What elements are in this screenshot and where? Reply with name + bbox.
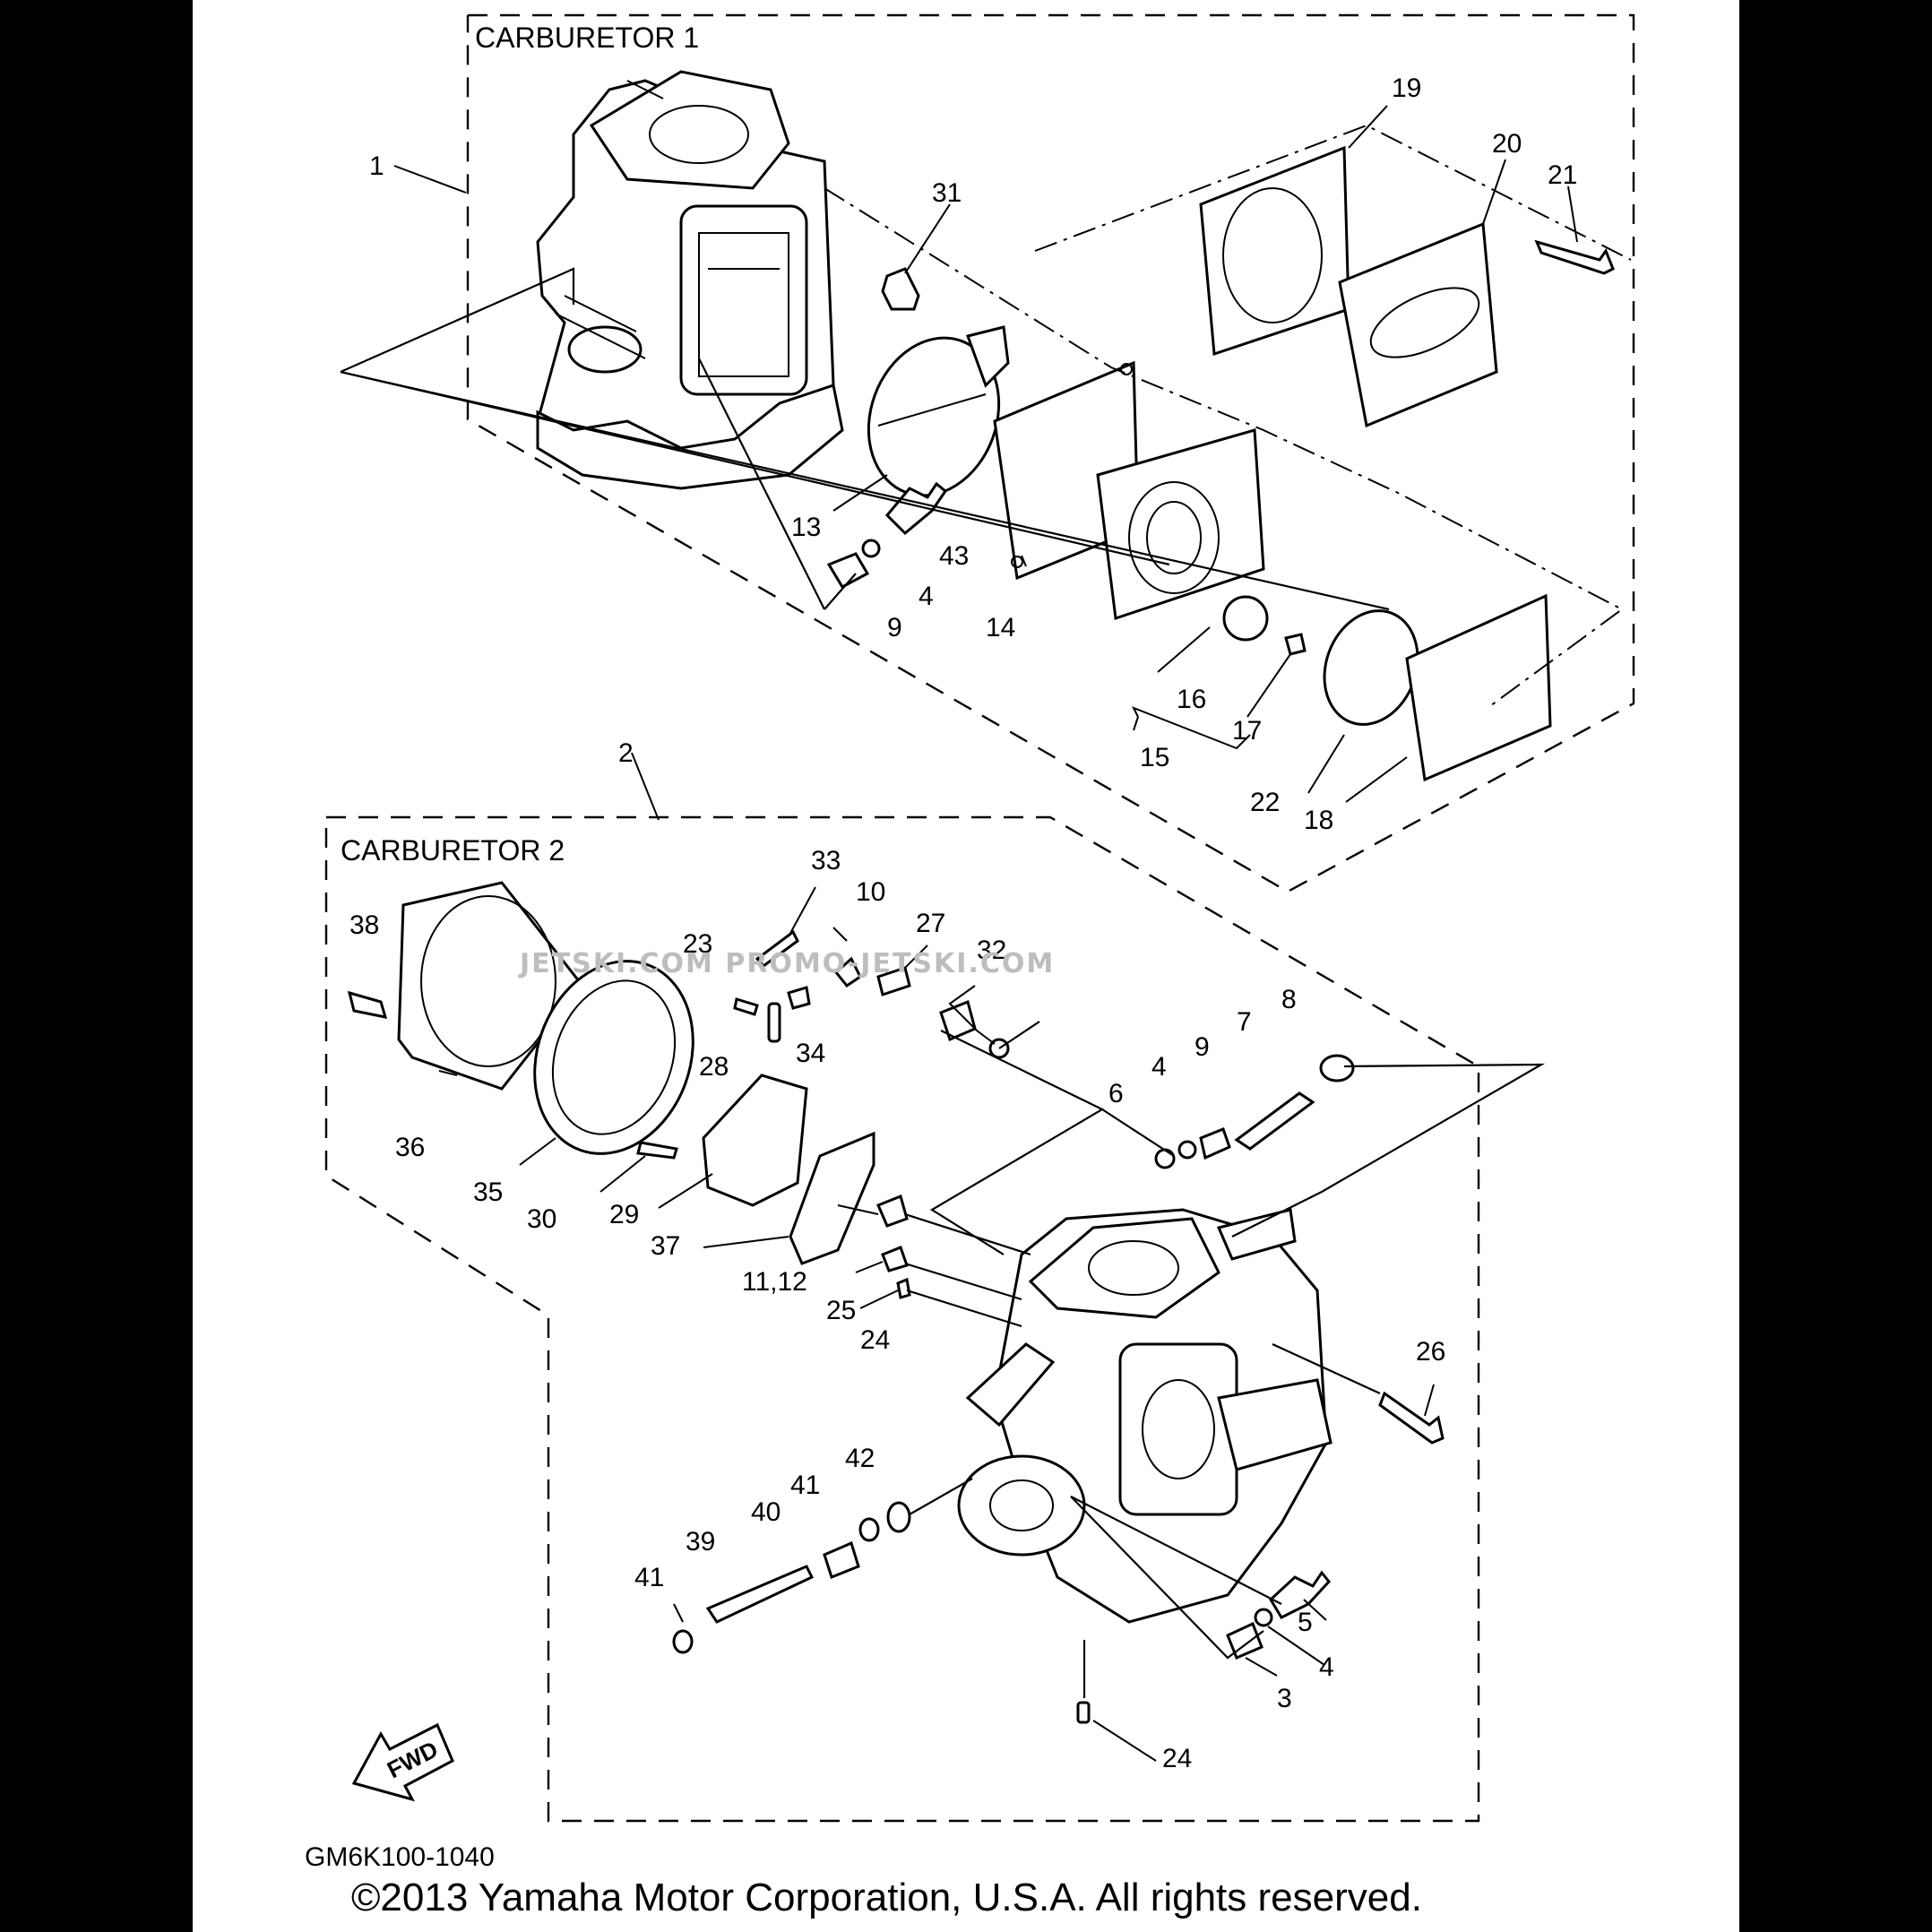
label-2: 2 xyxy=(618,738,634,768)
label-43: 43 xyxy=(939,541,969,571)
part-11-12 xyxy=(876,1194,909,1228)
label-17: 17 xyxy=(1232,716,1262,746)
label-21: 21 xyxy=(1548,160,1577,190)
part-23 xyxy=(733,997,759,1016)
label-33: 33 xyxy=(811,846,841,875)
label-40: 40 xyxy=(751,1497,781,1527)
label-41a: 41 xyxy=(790,1471,820,1500)
label-1: 1 xyxy=(369,151,384,181)
label-30: 30 xyxy=(527,1204,556,1234)
part-4-washer-c xyxy=(1254,1608,1273,1627)
carburetor-1-title: CARBURETOR 1 xyxy=(475,22,699,54)
label-24a: 24 xyxy=(860,1325,890,1355)
part-4-washer-b xyxy=(1177,1140,1197,1160)
label-13: 13 xyxy=(791,513,821,542)
part-24a xyxy=(896,1277,911,1299)
part-6 xyxy=(1154,1148,1176,1169)
label-39: 39 xyxy=(686,1527,715,1557)
carburetor-1-boundary xyxy=(466,13,1635,893)
part-39-screw xyxy=(705,1565,815,1624)
part-17 xyxy=(1284,633,1307,656)
label-34: 34 xyxy=(796,1039,825,1068)
label-37: 37 xyxy=(651,1231,680,1261)
label-5: 5 xyxy=(1298,1608,1313,1637)
label-11-12: 11,12 xyxy=(742,1267,807,1297)
part-27 xyxy=(876,966,911,996)
label-15: 15 xyxy=(1140,743,1169,772)
part-25 xyxy=(881,1246,909,1272)
label-10: 10 xyxy=(856,877,885,907)
part-36-gasket xyxy=(397,881,584,1091)
carburetor-2-body xyxy=(957,1208,1333,1624)
label-3: 3 xyxy=(1277,1684,1292,1713)
label-20: 20 xyxy=(1492,129,1522,159)
label-28: 28 xyxy=(699,1052,729,1082)
part-43 xyxy=(884,481,948,536)
part-3-spring xyxy=(1226,1621,1264,1660)
part-24b xyxy=(1076,1701,1091,1724)
label-27: 27 xyxy=(916,909,945,938)
copyright-notice: ©2013 Yamaha Motor Corporation, U.S.A. A… xyxy=(351,1876,1422,1919)
part-42-o-ring xyxy=(886,1501,911,1533)
part-5 xyxy=(1269,1570,1331,1619)
label-4c: 4 xyxy=(1319,1652,1334,1682)
label-16: 16 xyxy=(1177,685,1206,714)
part-41-washer xyxy=(858,1517,880,1542)
part-40-spring xyxy=(823,1540,860,1579)
label-7: 7 xyxy=(1237,1007,1252,1037)
fwd-arrow: FWD xyxy=(351,1722,454,1802)
part-37-gasket xyxy=(789,1131,875,1265)
label-19: 19 xyxy=(1392,73,1421,103)
part-20-cover xyxy=(1338,221,1498,428)
part-26-screw xyxy=(1378,1391,1445,1445)
carburetor-2-boundary xyxy=(324,815,1480,1823)
part-7-screw xyxy=(1234,1091,1315,1151)
label-31: 31 xyxy=(932,178,962,208)
label-35: 35 xyxy=(473,1177,503,1207)
part-41-washer-b xyxy=(672,1629,694,1654)
part-9-spring xyxy=(826,552,870,589)
label-41b: 41 xyxy=(634,1563,664,1592)
part-16-disc xyxy=(1222,595,1269,642)
label-9b: 9 xyxy=(1195,1032,1210,1062)
label-22: 22 xyxy=(1250,788,1280,817)
part-18-gasket xyxy=(1405,593,1552,782)
part-34 xyxy=(787,986,811,1010)
label-9a: 9 xyxy=(887,613,902,643)
label-26: 26 xyxy=(1416,1337,1445,1367)
label-8: 8 xyxy=(1281,985,1297,1014)
label-29: 29 xyxy=(609,1200,639,1229)
label-18: 18 xyxy=(1304,806,1333,835)
label-23: 23 xyxy=(683,929,712,959)
label-14: 14 xyxy=(986,613,1015,643)
part-10 xyxy=(833,956,862,988)
part-33 xyxy=(755,929,799,969)
label-4a: 4 xyxy=(919,582,934,611)
part-30-screw xyxy=(636,1141,678,1160)
label-36: 36 xyxy=(395,1133,425,1162)
part-9-spring-b xyxy=(1199,1127,1231,1160)
part-31 xyxy=(881,267,920,311)
label-25: 25 xyxy=(826,1296,856,1325)
part-29-pump-body xyxy=(702,1074,808,1207)
label-6: 6 xyxy=(1108,1079,1124,1108)
carburetor-2-title: CARBURETOR 2 xyxy=(341,834,565,867)
label-4b: 4 xyxy=(1151,1052,1167,1082)
part-8 xyxy=(1319,1054,1355,1082)
carburetor-1-body xyxy=(536,70,844,490)
diagram-code: GM6K100-1040 xyxy=(305,1842,495,1872)
label-32: 32 xyxy=(977,936,1006,965)
part-28 xyxy=(767,1002,781,1043)
label-38: 38 xyxy=(349,910,379,940)
label-42: 42 xyxy=(845,1444,875,1473)
watermark: JETSKI.COM PROMO-JETSKI.COM xyxy=(518,948,1055,979)
part-38-screw xyxy=(347,990,388,1019)
part-4-washer xyxy=(861,539,881,558)
part-21-screw xyxy=(1534,239,1615,275)
label-24b: 24 xyxy=(1162,1744,1192,1773)
